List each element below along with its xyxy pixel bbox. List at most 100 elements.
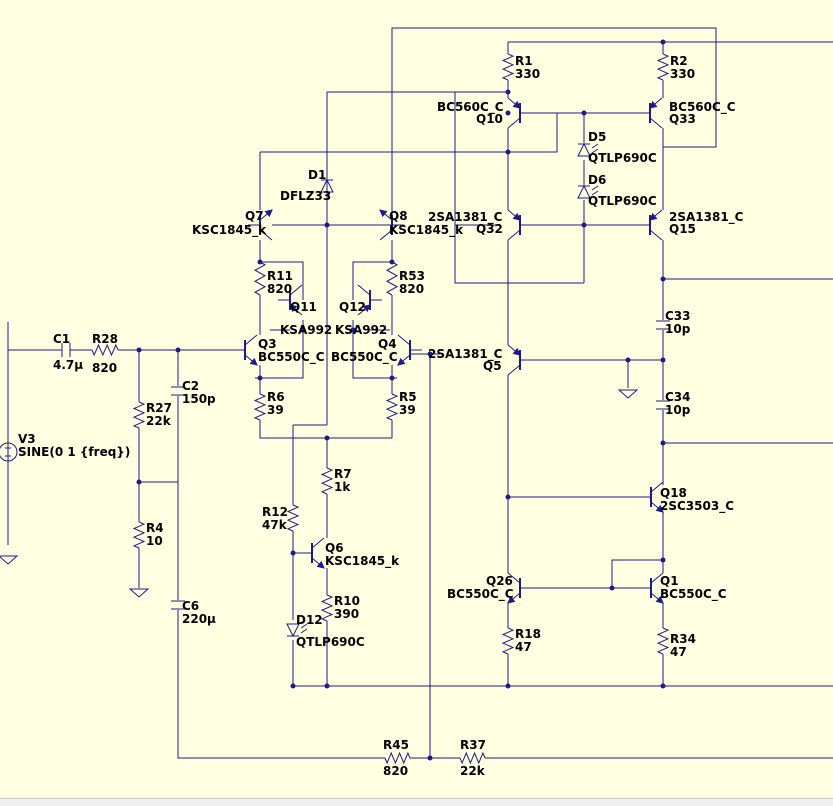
r2-resistor	[656, 53, 670, 81]
q15-value-label: 2SA1381_C	[669, 210, 744, 225]
q11-ref-label: Q11	[290, 300, 317, 314]
r27-ref-label: R27	[146, 401, 172, 415]
r7-value-label: 1k	[334, 480, 351, 494]
junction-dot	[257, 259, 263, 265]
junction-dot	[609, 585, 615, 591]
d12-diode	[286, 623, 308, 638]
junction-dot	[290, 550, 296, 556]
r4-value-label: 10	[146, 534, 163, 548]
q12-ref-label: Q12	[339, 300, 366, 314]
v3-ref-label: V3	[18, 432, 36, 446]
q15-transistor	[638, 209, 663, 241]
c1-ref-label: C1	[53, 332, 70, 346]
q15-ref-label: Q15	[669, 222, 696, 236]
q12-value-label: KSA992	[335, 323, 387, 337]
status-bar	[0, 798, 833, 806]
r28-value-label: 820	[92, 361, 117, 375]
r6-ref-label: R6	[267, 390, 285, 404]
r37-value-label: 22k	[460, 764, 486, 778]
q32-value-label: 2SA1381_C	[428, 210, 503, 225]
c34-capacitor	[656, 400, 670, 410]
r18-value-label: 47	[515, 640, 532, 654]
r45-ref-label: R45	[383, 738, 409, 752]
r34-resistor	[656, 627, 670, 655]
junction-dot	[350, 327, 356, 333]
r53-value-label: 820	[399, 282, 424, 296]
junction-dot	[257, 375, 263, 381]
d12-value-label: QTLP690C	[296, 635, 365, 649]
q8-ref-label: Q8	[389, 209, 408, 223]
q4-transistor	[397, 334, 422, 366]
q10-ref-label: Q10	[476, 112, 503, 126]
junction-dot	[505, 494, 511, 500]
r53-resistor	[385, 261, 399, 296]
ground-symbol	[0, 555, 19, 565]
c6-capacitor	[171, 600, 185, 610]
junction-dot	[427, 351, 433, 357]
d1-ref-label: D1	[308, 168, 326, 182]
r27-value-label: 22k	[146, 414, 172, 428]
r7-ref-label: R7	[334, 467, 352, 481]
junction-dot	[175, 347, 181, 353]
q5-value-label: 2SA1381_C	[428, 347, 503, 362]
d1-diode	[320, 178, 334, 193]
r18-resistor	[501, 627, 515, 655]
junction-dot	[505, 89, 511, 95]
r2-ref-label: R2	[670, 54, 688, 68]
q7-ref-label: Q7	[245, 209, 264, 223]
r1-value-label: 330	[515, 67, 540, 81]
junction-dot	[324, 683, 330, 689]
d5-value-label: QTLP690C	[588, 151, 657, 165]
q1-value-label: BC550C_C	[660, 587, 727, 602]
r45-resistor	[384, 751, 411, 765]
q3-value-label: BC550C_C	[258, 350, 325, 365]
c33-value-label: 10p	[665, 322, 691, 336]
c33-ref-label: C33	[665, 309, 691, 323]
ground-symbol	[617, 389, 639, 399]
junction-dot	[389, 375, 395, 381]
q18-value-label: 2SC3503_C	[660, 499, 734, 514]
r1-resistor	[501, 53, 515, 81]
q33-value-label: BC560C_C	[669, 100, 736, 115]
d6-diode	[577, 184, 599, 199]
r2-value-label: 330	[670, 67, 695, 81]
junction-dot	[660, 276, 666, 282]
q10-value-label: BC560C_C	[437, 100, 504, 115]
v3-value-label: SINE(0 1 {freq})	[18, 445, 130, 459]
ground-symbol	[128, 588, 150, 598]
q6-ref-label: Q6	[325, 541, 344, 555]
junction-dot	[505, 683, 511, 689]
junction-dot	[389, 259, 395, 265]
q26-ref-label: Q26	[486, 574, 513, 588]
r6-resistor	[253, 393, 267, 421]
junction-dot	[660, 683, 666, 689]
r5-ref-label: R5	[399, 390, 417, 404]
r12-ref-label: R12	[262, 505, 288, 519]
q7-value-label: KSC1845_k	[192, 223, 267, 238]
junction-dot	[660, 357, 666, 363]
r37-ref-label: R37	[460, 738, 486, 752]
r12-resistor	[286, 504, 300, 532]
r7-resistor	[320, 467, 334, 495]
junction-dot	[660, 39, 666, 45]
q11-value-label: KSA992	[280, 323, 332, 337]
r6-value-label: 39	[267, 403, 284, 417]
junction-dot	[581, 110, 587, 116]
r45-value-label: 820	[383, 764, 408, 778]
q4-value-label: BC550C_C	[331, 350, 398, 365]
d5-diode	[577, 142, 599, 157]
q8-value-label: KSC1845_k	[389, 223, 464, 238]
r11-ref-label: R11	[267, 269, 293, 283]
v3-voltage-source	[0, 442, 18, 462]
c6-ref-label: C6	[182, 599, 199, 613]
r28-ref-label: R28	[92, 332, 118, 346]
r37-resistor	[459, 751, 486, 765]
r12-value-label: 47k	[262, 518, 288, 532]
r53-ref-label: R53	[399, 269, 425, 283]
c2-capacitor	[171, 386, 185, 396]
q18-ref-label: Q18	[660, 486, 687, 500]
r5-resistor	[385, 393, 399, 421]
r10-ref-label: R10	[334, 594, 360, 608]
junction-dot	[324, 435, 330, 441]
